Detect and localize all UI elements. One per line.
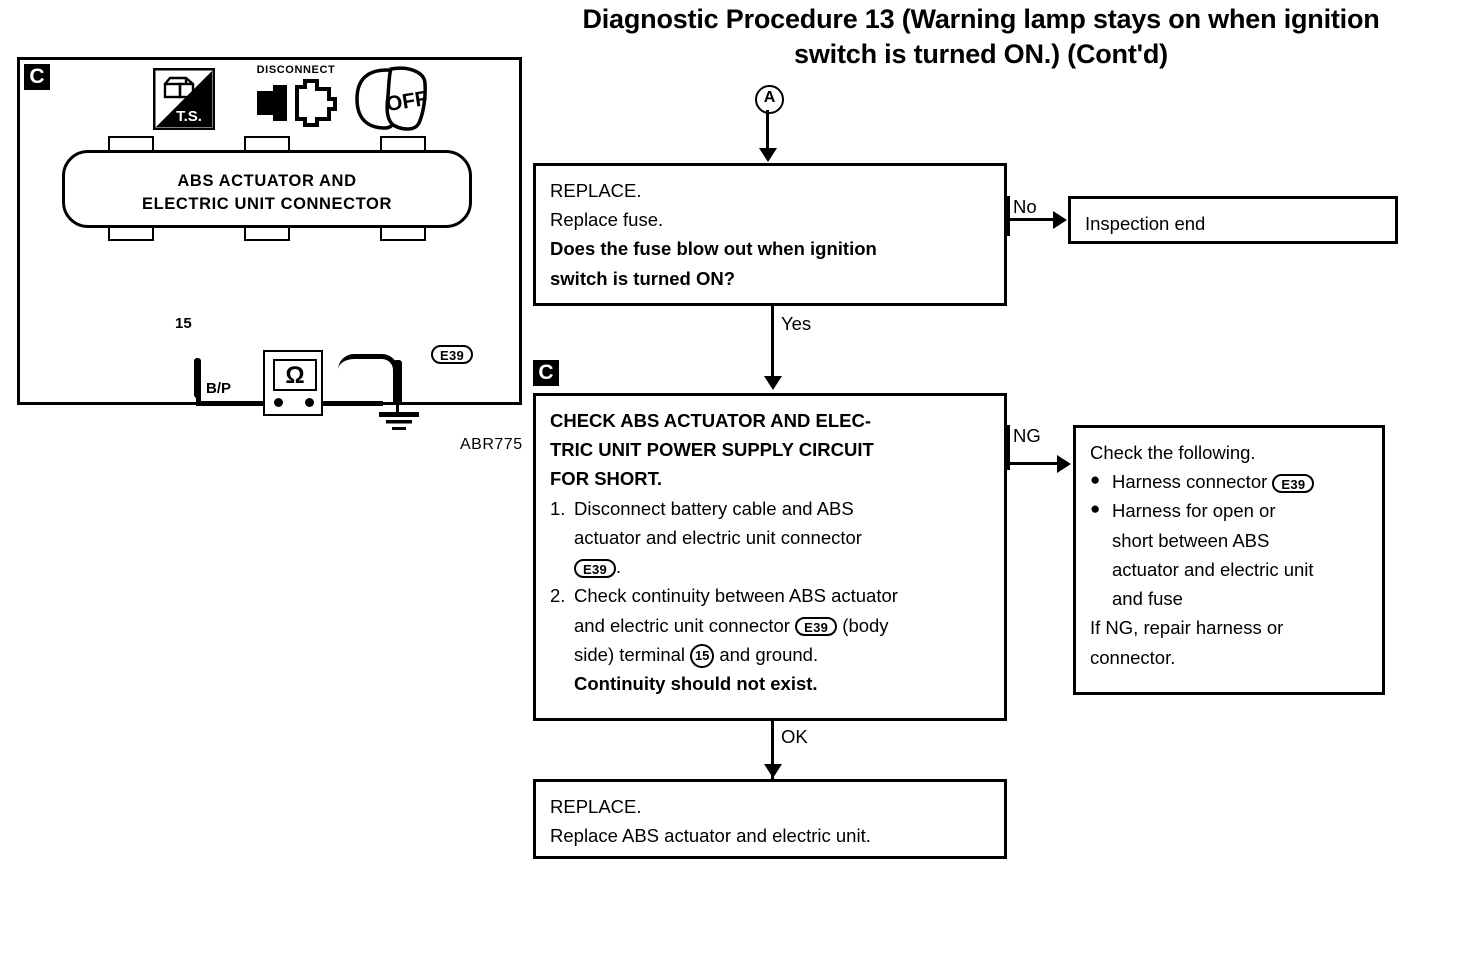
badge-e39-step1: E39 bbox=[574, 558, 617, 578]
terminal-number-label: 15 bbox=[175, 315, 192, 332]
check-following-bullet-2: ● Harness for open or short between ABS … bbox=[1090, 496, 1368, 613]
box-check-the-following: Check the following. ● Harness connector… bbox=[1073, 425, 1385, 695]
figure-code: ABR775 bbox=[460, 436, 523, 453]
check-following-line1: Check the following. bbox=[1090, 442, 1256, 463]
abs-actuator-connector-body: ABS ACTUATOR AND ELECTRIC UNIT CONNECTOR bbox=[62, 150, 472, 228]
bullet-1-text: Harness connector bbox=[1112, 471, 1268, 493]
bullet-2-line3: actuator and electric unit bbox=[1112, 558, 1314, 580]
check-step-marker: C bbox=[533, 360, 559, 386]
connector-badge-e39: E39 bbox=[431, 345, 474, 364]
replace-fuse-question-line1: Does the fuse blow out when ignition bbox=[550, 238, 877, 260]
check-step-2-line1: Check continuity between ABS actuator bbox=[574, 585, 898, 607]
ignition-off-icon: OFF bbox=[353, 66, 430, 132]
check-step-2-line2-pre: and electric unit connector bbox=[574, 614, 790, 636]
check-step-1-number: 1. bbox=[550, 497, 566, 519]
check-heading-line3: FOR SHORT. bbox=[550, 468, 663, 490]
badge-e39-bullet1: E39 bbox=[1272, 473, 1315, 493]
line-ng-branch-vertical bbox=[1007, 425, 1010, 470]
check-step-2-result: Continuity should not exist. bbox=[574, 672, 818, 694]
check-step-1-line2: actuator and electric unit connector bbox=[574, 526, 862, 548]
check-step-1: 1. Disconnect battery cable and ABS actu… bbox=[550, 494, 990, 582]
ground-symbol bbox=[378, 412, 420, 439]
check-heading-line1: CHECK ABS ACTUATOR AND ELEC- bbox=[550, 410, 872, 431]
label-ng: NG bbox=[1013, 425, 1041, 446]
box-replace-fuse: REPLACE. Replace fuse. Does the fuse blo… bbox=[533, 163, 1007, 306]
bullet-icon: ● bbox=[1090, 499, 1101, 519]
probe-right-lead bbox=[396, 400, 399, 414]
arrow-ng-branch bbox=[1057, 455, 1071, 473]
probe-left-lead bbox=[196, 390, 201, 406]
box-replace-abs-actuator: REPLACE. Replace ABS actuator and electr… bbox=[533, 779, 1007, 859]
badge-e39-label: E39 bbox=[431, 345, 474, 364]
connector-title-line2: ELECTRIC UNIT CONNECTOR bbox=[142, 195, 392, 214]
check-step-1-period: . bbox=[616, 556, 622, 578]
check-step-2-line3-pre: side) terminal bbox=[574, 643, 686, 665]
label-yes: Yes bbox=[781, 313, 812, 334]
bullet-2-line1: Harness for open or bbox=[1112, 500, 1276, 522]
inspection-end-text: Inspection end bbox=[1085, 213, 1206, 234]
arrow-no-branch bbox=[1053, 211, 1067, 229]
replace-fuse-line1: REPLACE. bbox=[550, 180, 642, 201]
check-following-end-line2: connector. bbox=[1090, 646, 1176, 668]
illustration-panel: C T.S. DISCONNECT OFF bbox=[17, 57, 522, 453]
check-following-end-line1: If NG, repair harness or bbox=[1090, 617, 1284, 639]
disconnect-label: DISCONNECT bbox=[256, 64, 336, 76]
illustration-step-marker: C bbox=[24, 64, 50, 90]
box-inspection-end: Inspection end bbox=[1068, 196, 1398, 244]
flow-connector-a: A bbox=[755, 85, 784, 114]
replace-fuse-line2: Replace fuse. bbox=[550, 209, 664, 231]
meter-terminal-right bbox=[305, 398, 314, 407]
check-step-1-line3: E39. bbox=[574, 552, 990, 581]
wire-left-horizontal bbox=[196, 401, 268, 406]
check-step-2-line3-post: and ground. bbox=[719, 643, 819, 665]
label-ok: OK bbox=[781, 726, 808, 747]
line-no-branch-horizontal bbox=[1007, 218, 1055, 221]
bullet-2-line4: and fuse bbox=[1112, 588, 1183, 610]
line-yes-branch bbox=[771, 306, 774, 378]
check-step-2-line3: side) terminal 15 and ground. bbox=[574, 640, 990, 669]
replace-unit-line2: Replace ABS actuator and electric unit. bbox=[550, 825, 871, 847]
line-no-branch-vertical bbox=[1007, 196, 1010, 236]
replace-fuse-question-line2: switch is turned ON? bbox=[550, 267, 736, 289]
box-check-power-supply-circuit: CHECK ABS ACTUATOR AND ELEC- TRIC UNIT P… bbox=[533, 393, 1007, 721]
connector-title-line1: ABS ACTUATOR AND bbox=[177, 172, 357, 190]
check-step-2-number: 2. bbox=[550, 585, 566, 607]
svg-text:T.S.: T.S. bbox=[176, 108, 202, 125]
check-step-2-line2-post: (body bbox=[842, 614, 889, 636]
arrow-ok-branch bbox=[764, 764, 782, 778]
ohm-symbol: Ω bbox=[273, 359, 317, 391]
wire-right-curve bbox=[338, 354, 398, 404]
badge-terminal-15: 15 bbox=[690, 643, 715, 668]
test-probe-right bbox=[393, 360, 402, 404]
tool-set-icon: T.S. bbox=[152, 67, 216, 131]
meter-terminal-left bbox=[274, 398, 283, 407]
page-title: Diagnostic Procedure 13 (Warning lamp st… bbox=[582, 4, 1380, 69]
check-step-1-line1: Disconnect battery cable and ABS bbox=[574, 497, 854, 519]
check-heading-line2: TRIC UNIT POWER SUPPLY CIRCUIT bbox=[550, 439, 874, 461]
arrow-yes-branch bbox=[764, 376, 782, 390]
line-a-to-replace bbox=[766, 110, 769, 150]
disconnect-icon: DISCONNECT bbox=[253, 64, 339, 132]
label-no: No bbox=[1013, 196, 1037, 217]
wire-color-label: B/P bbox=[206, 380, 232, 397]
line-ok-branch bbox=[771, 721, 774, 779]
line-ng-branch-horizontal bbox=[1007, 462, 1059, 465]
ohmmeter: Ω bbox=[263, 350, 323, 416]
arrow-a-to-replace bbox=[759, 148, 777, 162]
replace-unit-line1: REPLACE. bbox=[550, 796, 642, 817]
bullet-icon: ● bbox=[1090, 470, 1101, 490]
check-following-bullet-1: ● Harness connector E39 bbox=[1090, 467, 1368, 496]
bullet-2-line2: short between ABS bbox=[1112, 529, 1270, 551]
check-step-2-line2: and electric unit connector E39 (body bbox=[574, 611, 990, 640]
badge-e39-step2: E39 bbox=[795, 617, 838, 637]
test-probe-left bbox=[194, 358, 201, 398]
check-step-2: 2. Check continuity between ABS actuator… bbox=[550, 581, 990, 698]
